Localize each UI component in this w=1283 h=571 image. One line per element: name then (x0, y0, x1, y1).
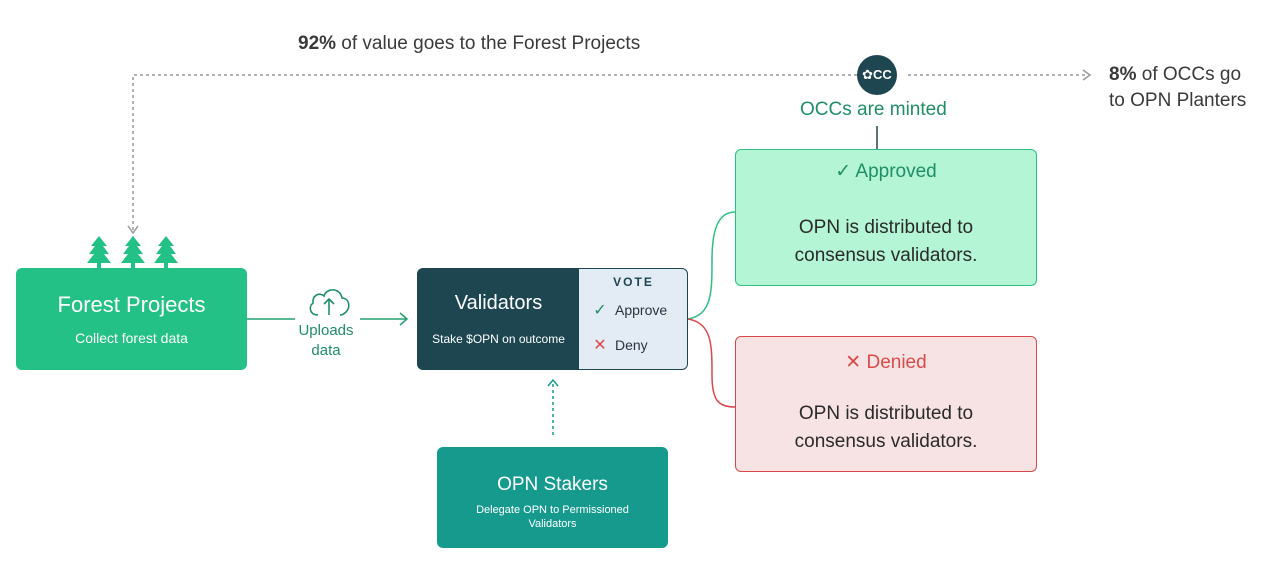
approved-heading-label: Approved (855, 161, 937, 182)
cloud-upload-icon (309, 289, 350, 316)
planters-line2: to OPN Planters (1109, 90, 1247, 111)
approved-heading: ✓ Approved (736, 160, 1036, 183)
approved-outcome-card: ✓ Approved OPN is distributed to consens… (735, 149, 1037, 286)
forest-projects-subtitle: Collect forest data (75, 330, 188, 346)
uploads-line2: data (311, 342, 341, 359)
vote-title: VOTE (613, 275, 654, 289)
validators-info: Validators Stake $OPN on outcome (418, 269, 579, 369)
vote-panel: VOTE ✓ Approve ✕ Deny (579, 269, 687, 369)
occ-minted-label: OCCs are minted (800, 99, 947, 120)
approved-line1: OPN is distributed to (798, 217, 974, 238)
forest-projects-title: Forest Projects (57, 292, 206, 317)
value-split-percent: 92% (298, 33, 337, 54)
value-split-text: of value goes to the Forest Projects (336, 33, 641, 54)
planters-percent: 8% (1109, 64, 1137, 85)
planters-text: of OCCs go (1136, 64, 1242, 85)
cross-icon: ✕ (593, 337, 607, 354)
cross-icon: ✕ (845, 352, 862, 373)
validators-arrowhead (399, 312, 409, 326)
validators-card: Validators Stake $OPN on outcome VOTE ✓ … (417, 268, 688, 370)
occ-badge-icon: ✿CC (857, 55, 897, 95)
denied-heading: ✕ Denied (736, 351, 1036, 374)
trees-icon (87, 236, 178, 269)
check-icon: ✓ (835, 161, 852, 182)
validators-title: Validators (454, 292, 543, 314)
vote-deny-option: ✕ Deny (593, 335, 648, 355)
denied-body: OPN is distributed to consensus validato… (736, 400, 1036, 456)
uploads-line1: Uploads (298, 322, 354, 339)
denied-outcome-card: ✕ Denied OPN is distributed to consensus… (735, 336, 1037, 472)
vote-approve-label: Approve (615, 302, 668, 318)
uploads-data-label: Uploads data (290, 321, 362, 361)
deny-branch-line (687, 318, 736, 408)
approved-line2: consensus validators. (794, 245, 978, 266)
opn-stakers-card: OPN Stakers Delegate OPN to Permissioned… (437, 447, 668, 548)
denied-heading-label: Denied (866, 352, 927, 373)
approved-body: OPN is distributed to consensus validato… (736, 214, 1036, 270)
planters-label: 8% of OCCs go to OPN Planters (1109, 62, 1246, 114)
approve-branch-line (687, 211, 736, 320)
check-icon: ✓ (593, 302, 607, 319)
vote-approve-option: ✓ Approve (593, 300, 667, 320)
validators-subtitle: Stake $OPN on outcome (432, 332, 565, 346)
denied-line1: OPN is distributed to (798, 403, 974, 424)
planters-flow-arrowhead (1082, 69, 1092, 81)
vote-deny-label: Deny (615, 337, 648, 353)
forest-projects-card: Forest Projects Collect forest data (16, 268, 247, 370)
opn-stakers-subtitle: Delegate OPN to Permissioned Validators (476, 504, 629, 530)
stakers-arrowhead (547, 378, 559, 387)
value-flow-line (132, 74, 857, 230)
value-flow-arrowhead (127, 225, 139, 235)
denied-line2: consensus validators. (794, 431, 978, 452)
opn-stakers-title: OPN Stakers (497, 474, 608, 495)
value-split-label: 92% of value goes to the Forest Projects (298, 33, 640, 55)
